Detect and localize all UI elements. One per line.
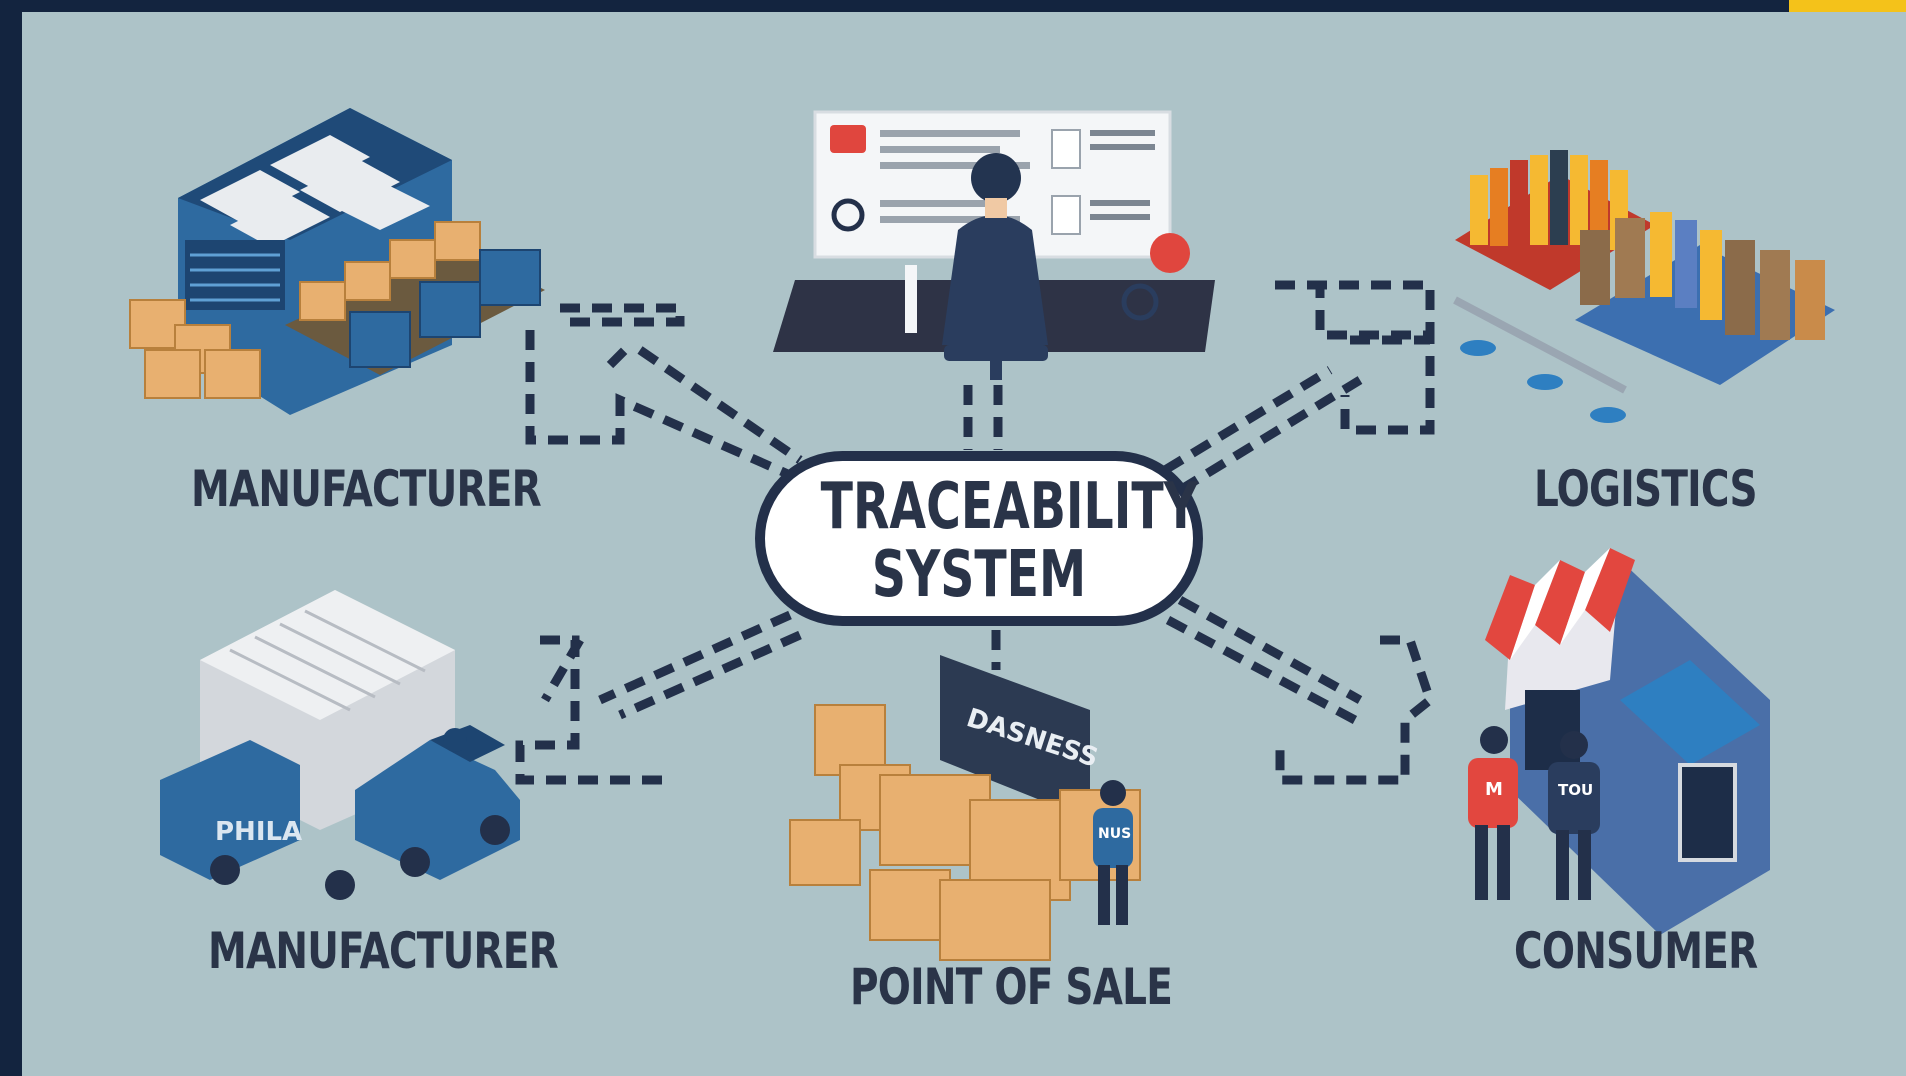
factory-icon: [129, 108, 545, 415]
traceability-hub: TRACEABILITY SYSTEM: [755, 451, 1203, 626]
pos-worker: NUS: [1093, 780, 1133, 925]
storefront-icon: M TOU: [1468, 548, 1770, 935]
hub-title-line2: SYSTEM: [871, 538, 1087, 612]
connector-manufacturer-bottom: [598, 610, 792, 705]
frame-top-bar: [0, 0, 1906, 12]
connector-manufacturer-top-arrow: [525, 330, 792, 480]
connector-manufacturer-top: [560, 303, 685, 327]
connector-logistics: [1275, 280, 1435, 340]
frame-left-bar: [0, 0, 22, 1076]
pos-worker-shirt-text: NUS: [1098, 826, 1131, 842]
label-consumer: CONSUMER: [1514, 922, 1758, 980]
label-manufacturer-bottom: MANUFACTURER: [208, 922, 559, 980]
hub-title-line1: TRACEABILITY: [820, 470, 1198, 544]
consumer-person-1: M: [1468, 726, 1518, 900]
warehouse-icon: [1453, 150, 1835, 423]
accent-bar: [1789, 0, 1906, 12]
consumer-2-shirt-text: TOU: [1558, 781, 1593, 799]
truck-icon: PHILA: [160, 590, 520, 900]
consumer-person-2: TOU: [1548, 731, 1600, 900]
connector-consumer: [1165, 616, 1358, 724]
boxes-icon: DASNESS NUS: [789, 655, 1141, 961]
label-logistics: LOGISTICS: [1534, 460, 1758, 518]
label-manufacturer-top: MANUFACTURER: [191, 460, 542, 518]
label-point-of-sale: POINT OF SALE: [850, 958, 1173, 1016]
connector-lines: [515, 280, 1436, 785]
operator-desk-icon: [773, 110, 1215, 380]
consumer-1-shirt-text: M: [1485, 779, 1503, 800]
truck-text: PHILA: [215, 817, 302, 847]
